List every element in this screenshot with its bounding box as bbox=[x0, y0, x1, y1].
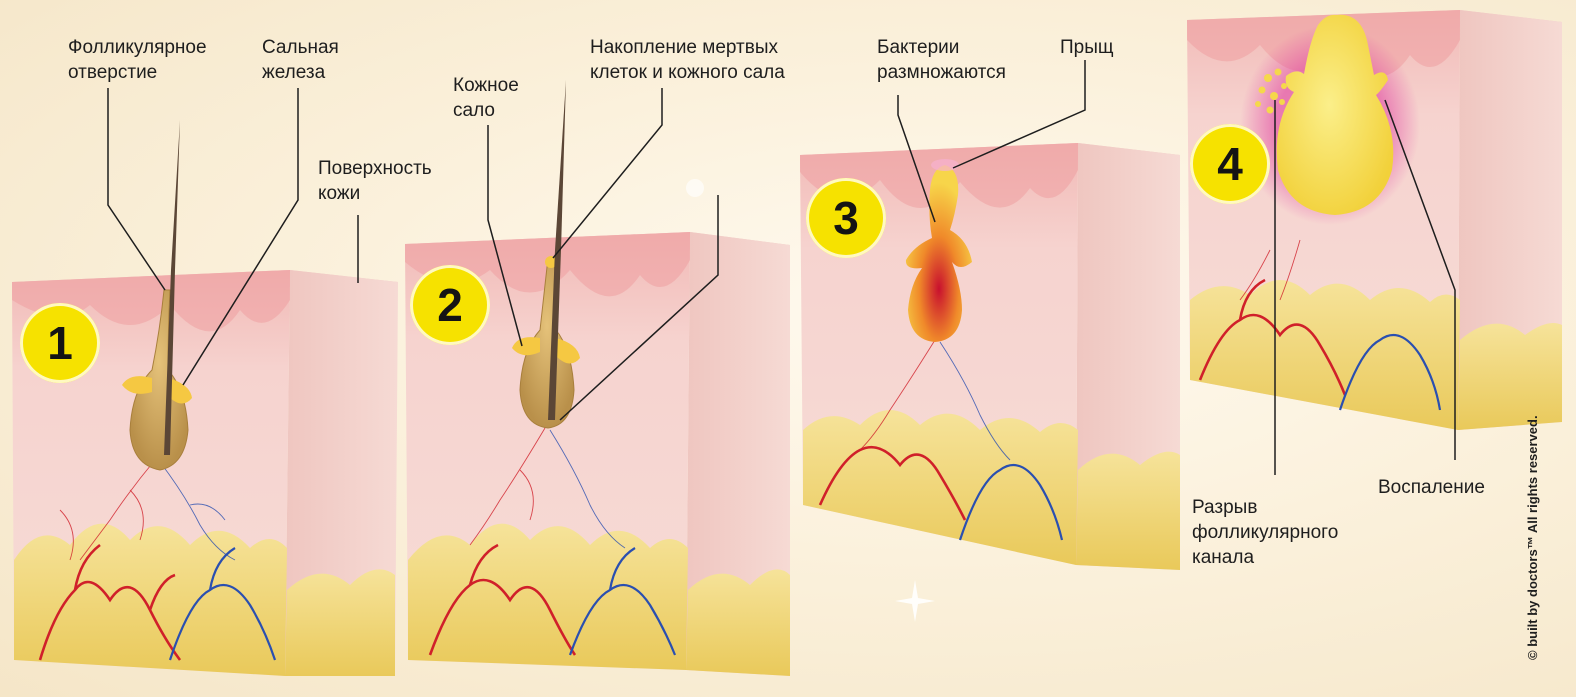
skin-block-4 bbox=[1187, 10, 1562, 430]
label-pimple: Прыщ bbox=[1060, 35, 1114, 60]
step-badge-2: 2 bbox=[410, 265, 490, 345]
copyright-notice: © built by doctors™ All rights reserved. bbox=[1525, 415, 1540, 660]
label-rupture: Разрыв фолликулярного канала bbox=[1192, 495, 1338, 570]
step-badge-3: 3 bbox=[806, 178, 886, 258]
label-sebum: Кожное сало bbox=[453, 73, 519, 123]
label-sebaceous-gland: Сальная железа bbox=[262, 35, 339, 85]
label-inflammation: Воспаление bbox=[1378, 475, 1485, 500]
step-badge-1: 1 bbox=[20, 303, 100, 383]
label-skin-surface: Поверхность кожи bbox=[318, 156, 432, 206]
label-follicle-opening: Фолликулярное отверстие bbox=[68, 35, 207, 85]
label-bacteria: Бактерии размножаются bbox=[877, 35, 1006, 85]
step-badge-4: 4 bbox=[1190, 124, 1270, 204]
label-dead-cells: Накопление мертвых клеток и кожного сала bbox=[590, 35, 785, 85]
skin-block-2 bbox=[405, 80, 790, 676]
